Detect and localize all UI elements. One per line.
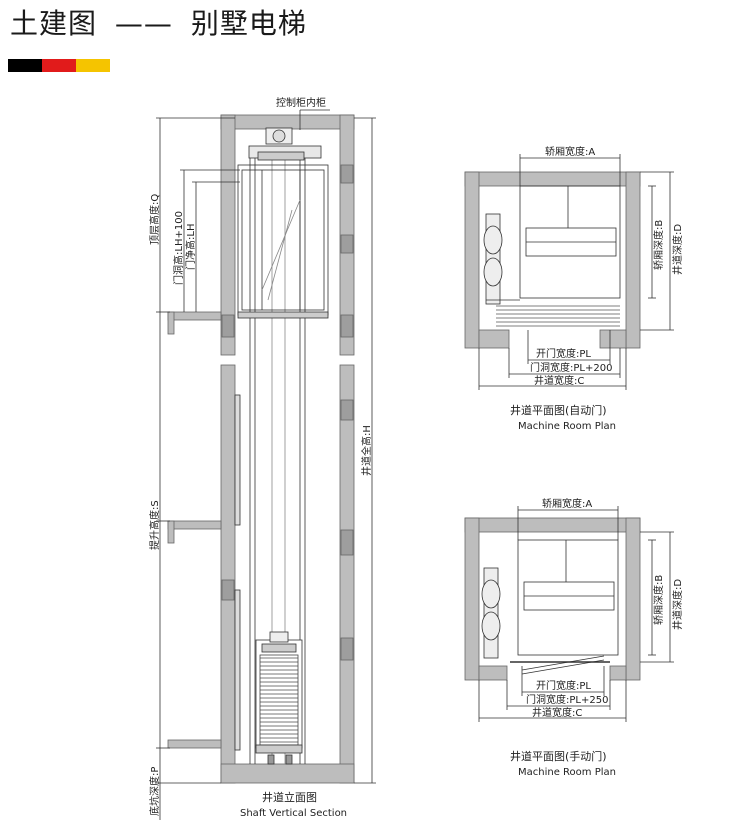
caption-manual-cn: 井道平面图(手动门)	[510, 749, 607, 763]
label-manual-shaft-depth: 井道深度:D	[671, 579, 684, 630]
shaft-vertical-section	[156, 109, 376, 820]
label-door-clear-height: 门净高:LH	[184, 224, 197, 270]
label-manual-car-depth: 轿厢深度:B	[652, 575, 665, 625]
label-manual-car-width: 轿厢宽度:A	[542, 497, 592, 510]
label-top-height: 顶层高度:Q	[148, 194, 161, 245]
page-title: 土建图 —— 别墅电梯	[10, 2, 307, 42]
label-auto-door-opening-width: 门洞宽度:PL+200	[530, 361, 612, 374]
label-auto-shaft-width: 井道宽度:C	[534, 374, 584, 387]
label-shaft-total-height: 井道全高:H	[360, 425, 373, 476]
label-manual-door-width: 开门宽度:PL	[536, 679, 591, 692]
title-main: 土建图	[10, 7, 98, 40]
label-auto-shaft-depth: 井道深度:D	[671, 224, 684, 275]
color-bar-yellow	[76, 59, 110, 72]
label-auto-car-depth: 轿厢深度:B	[652, 220, 665, 270]
caption-section-cn: 井道立面图	[262, 790, 317, 804]
plan-manual-door	[464, 506, 674, 722]
caption-section-en: Shaft Vertical Section	[240, 808, 347, 819]
caption-auto-cn: 井道平面图(自动门)	[510, 403, 607, 417]
label-door-opening-height: 门洞高:LH+100	[172, 211, 185, 285]
color-bar-red	[42, 59, 76, 72]
title-dash: ——	[114, 7, 173, 40]
label-travel-height: 提升高度:S	[148, 500, 161, 550]
caption-manual-en: Machine Room Plan	[518, 767, 616, 778]
color-bar-black	[8, 59, 42, 72]
label-auto-door-width: 开门宽度:PL	[536, 347, 591, 360]
plan-auto-door	[464, 154, 674, 390]
label-auto-car-width: 轿厢宽度:A	[545, 145, 595, 158]
label-control-cabinet: 控制柜内柜	[276, 96, 326, 109]
caption-auto-en: Machine Room Plan	[518, 421, 616, 432]
label-manual-shaft-width: 井道宽度:C	[532, 706, 582, 719]
label-manual-door-opening-width: 门洞宽度:PL+250	[526, 693, 608, 706]
title-sub: 别墅电梯	[190, 7, 307, 40]
label-pit-depth: 底坑深度:P	[148, 767, 161, 816]
